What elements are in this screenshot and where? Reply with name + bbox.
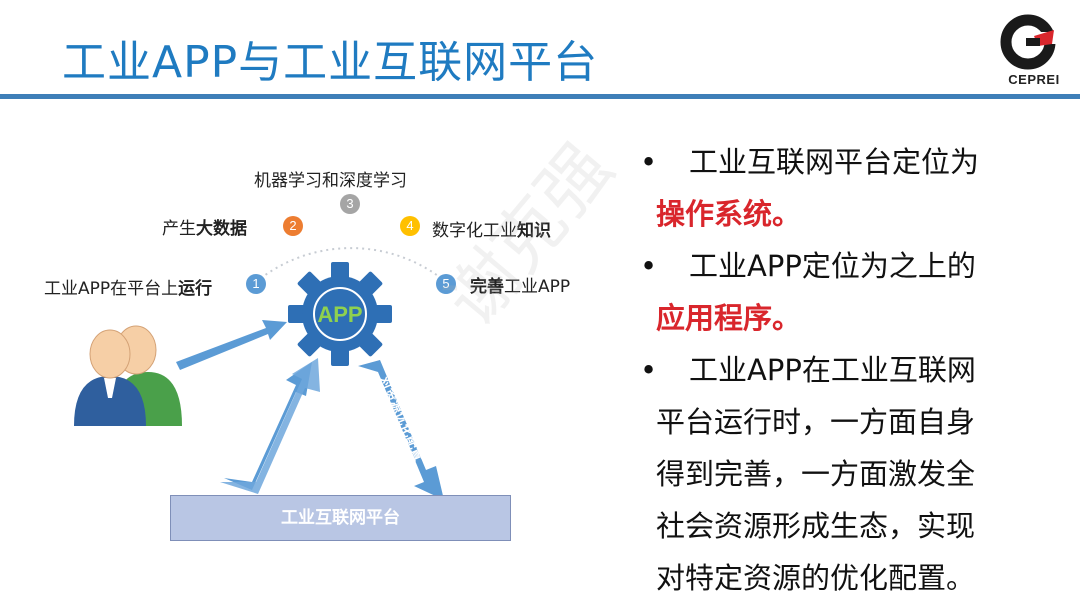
step-2-badge: 2	[283, 216, 303, 236]
run-environment-arrow: 运行完善环境	[220, 358, 320, 494]
bullet-dot-icon: •	[640, 249, 658, 283]
cycle-arc	[255, 247, 447, 283]
user-to-app-arrow	[176, 320, 287, 370]
step-3-badge: 3	[340, 194, 360, 214]
page-title: 工业APP与工业互联网平台	[62, 37, 599, 88]
step-3-label: 机器学习和深度学习	[254, 171, 407, 191]
step-2-label: 产生大数据	[162, 219, 247, 239]
title-divider	[0, 94, 1080, 99]
step-4-badge: 4	[400, 216, 420, 236]
users-icon	[74, 325, 182, 426]
bullet-list: • 工业互联网平台定位为 操作系统。 • 工业APP定位为之上的 应用程序。 •…	[640, 136, 1010, 604]
step-5-label: 完善工业APP	[470, 277, 571, 297]
bullet-item: • 工业APP定位为之上的 应用程序。	[640, 240, 1010, 344]
cepre-logo: CEPREI	[998, 12, 1070, 92]
platform-box: 工业互联网平台	[170, 495, 511, 541]
step-5-badge: 5	[436, 274, 456, 294]
bullet-item: • 工业互联网平台定位为 操作系统。	[640, 136, 1010, 240]
arrow-right-label: 对资源优化配置	[377, 373, 427, 463]
resource-optimization-arrow: 对资源优化配置	[358, 360, 444, 500]
step-1-badge: 1	[246, 274, 266, 294]
logo-mark-icon	[1000, 14, 1058, 70]
step-4-label: 数字化工业知识	[432, 221, 551, 241]
diagram-canvas: APP 运行完善环境 对资源优化配置	[74, 247, 447, 500]
step-1-label: 工业APP在平台上运行	[44, 279, 213, 299]
bullet-dot-icon: •	[640, 145, 658, 179]
logo-text: CEPREI	[1008, 72, 1060, 87]
app-gear-icon: APP	[288, 262, 392, 366]
bullet-item: • 工业APP在工业互联网 平台运行时，一方面自身 得到完善，一方面激发全 社会…	[640, 344, 1010, 604]
gear-label: APP	[317, 302, 362, 327]
bullet-dot-icon: •	[640, 353, 658, 387]
